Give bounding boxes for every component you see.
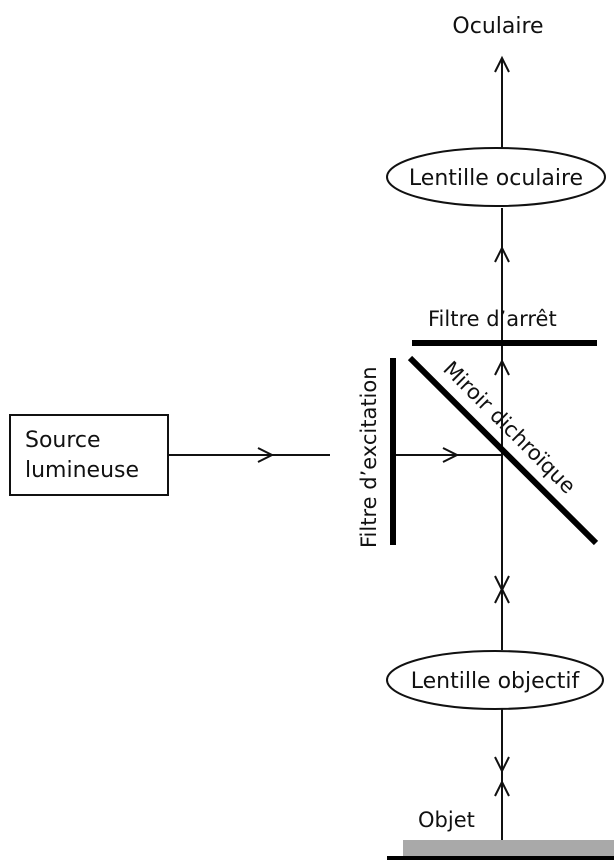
ocular-lens-label: Lentille oculaire — [409, 166, 583, 191]
arrow-up-icon — [494, 779, 510, 797]
arrow-up-icon — [494, 245, 510, 263]
dichroic-mirror-bar — [407, 355, 599, 546]
ocular-lens-ellipse — [386, 147, 606, 207]
barrier-filter-label: Filtre d’arrêt — [428, 307, 557, 331]
eyepiece-label: Oculaire — [452, 14, 543, 39]
arrow-up-icon — [494, 55, 510, 73]
excitation-filter-label: Filtre d’excitation — [357, 366, 381, 548]
arrow-right-icon — [442, 447, 460, 463]
object-specimen — [403, 840, 614, 856]
source-label-line2: lumineuse — [25, 458, 139, 483]
source-label-line1: Source — [25, 428, 101, 453]
objective-lens-label: Lentille objectif — [411, 669, 581, 694]
arrow-up-icon — [494, 586, 510, 604]
arrow-up-icon — [494, 358, 510, 376]
objective-lens-ellipse — [386, 650, 604, 710]
arrow-right-icon — [257, 447, 275, 463]
dichroic-mirror-label: Miroir dichroïque — [438, 357, 580, 499]
arrow-down-icon — [494, 756, 510, 774]
object-label: Objet — [418, 808, 475, 832]
light-source-box — [9, 414, 169, 496]
